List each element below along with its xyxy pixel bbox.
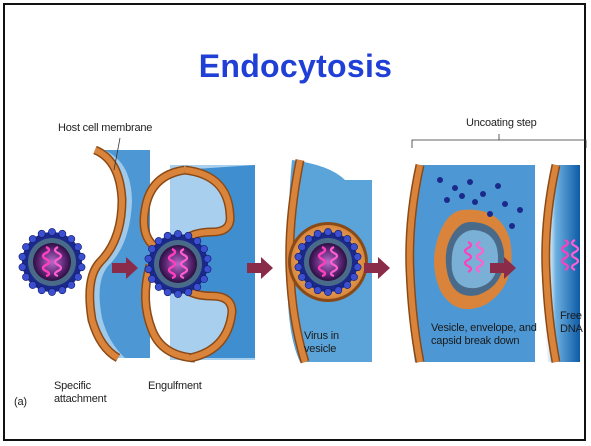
label-free-dna: Free DNA (560, 310, 583, 336)
label-vesicle: vesicle (304, 343, 339, 356)
uncoating-bracket (412, 140, 586, 148)
label-uncoating-step: Uncoating step (466, 117, 537, 130)
label-virus-in-vesicle: Virus in vesicle (304, 330, 339, 356)
stage-engulfment (144, 165, 255, 360)
virus-icon (19, 228, 85, 295)
label-host-cell-membrane: Host cell membrane (58, 122, 152, 135)
label-panel: (a) (14, 396, 27, 409)
label-breakdown-line2: capsid break down (431, 335, 537, 348)
label-breakdown-line1: Vesicle, envelope, and (431, 322, 537, 335)
label-dna: DNA (560, 323, 583, 336)
label-virus-in: Virus in (304, 330, 339, 343)
label-specific: Specific (54, 380, 106, 393)
label-specific-attachment: Specific attachment (54, 380, 106, 406)
label-breakdown: Vesicle, envelope, and capsid break down (431, 322, 537, 348)
label-attachment: attachment (54, 393, 106, 406)
stage-attachment (19, 150, 150, 358)
label-engulfment: Engulfment (148, 380, 202, 393)
label-free: Free (560, 310, 583, 323)
